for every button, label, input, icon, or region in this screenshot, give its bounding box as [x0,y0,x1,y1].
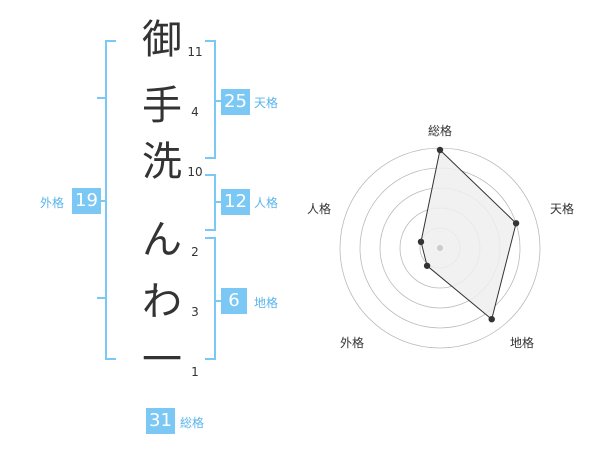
tenkaku-bracket [205,40,216,159]
stroke-count: 4 [191,105,199,119]
radar-axis-label: 外格 [340,336,365,350]
radar-point [488,315,495,323]
stroke-count: 11 [187,45,203,59]
name-char: 洗 [142,139,182,185]
name-char: 一 [142,337,182,383]
radar-axis-label: 人格 [307,202,332,216]
chikaku-label: 地格 [254,296,279,310]
gaikaku-badge: 19 [72,188,101,214]
chikaku-badge: 6 [221,288,247,314]
tenkaku-badge: 25 [221,89,250,115]
soukaku-label: 総格 [180,416,205,430]
radar-center [437,245,443,251]
radar-point [512,220,520,227]
radar-point [423,262,431,269]
jinkaku-label: 人格 [254,196,279,210]
radar-axis-label: 地格 [510,336,535,350]
radar-point [417,238,425,246]
gaikaku-label: 外格 [40,196,65,210]
stroke-count: 3 [191,305,199,319]
stroke-count: 2 [191,245,199,259]
stroke-count: 1 [191,365,199,379]
stroke-count: 10 [187,165,203,179]
chikaku-bracket [205,237,216,360]
jinkaku-badge: 12 [221,189,250,215]
name-char: 手 [142,83,182,129]
tenkaku-label: 天格 [254,96,279,110]
soukaku-badge: 31 [146,408,175,434]
name-char: ん [142,217,182,263]
radar-point [436,146,444,154]
radar-polygon [420,149,517,321]
name-char: わ [142,279,182,325]
radar-axis-label: 天格 [550,202,575,216]
radar-axis-label: 総格 [428,124,453,138]
name-char: 御 [142,17,182,63]
